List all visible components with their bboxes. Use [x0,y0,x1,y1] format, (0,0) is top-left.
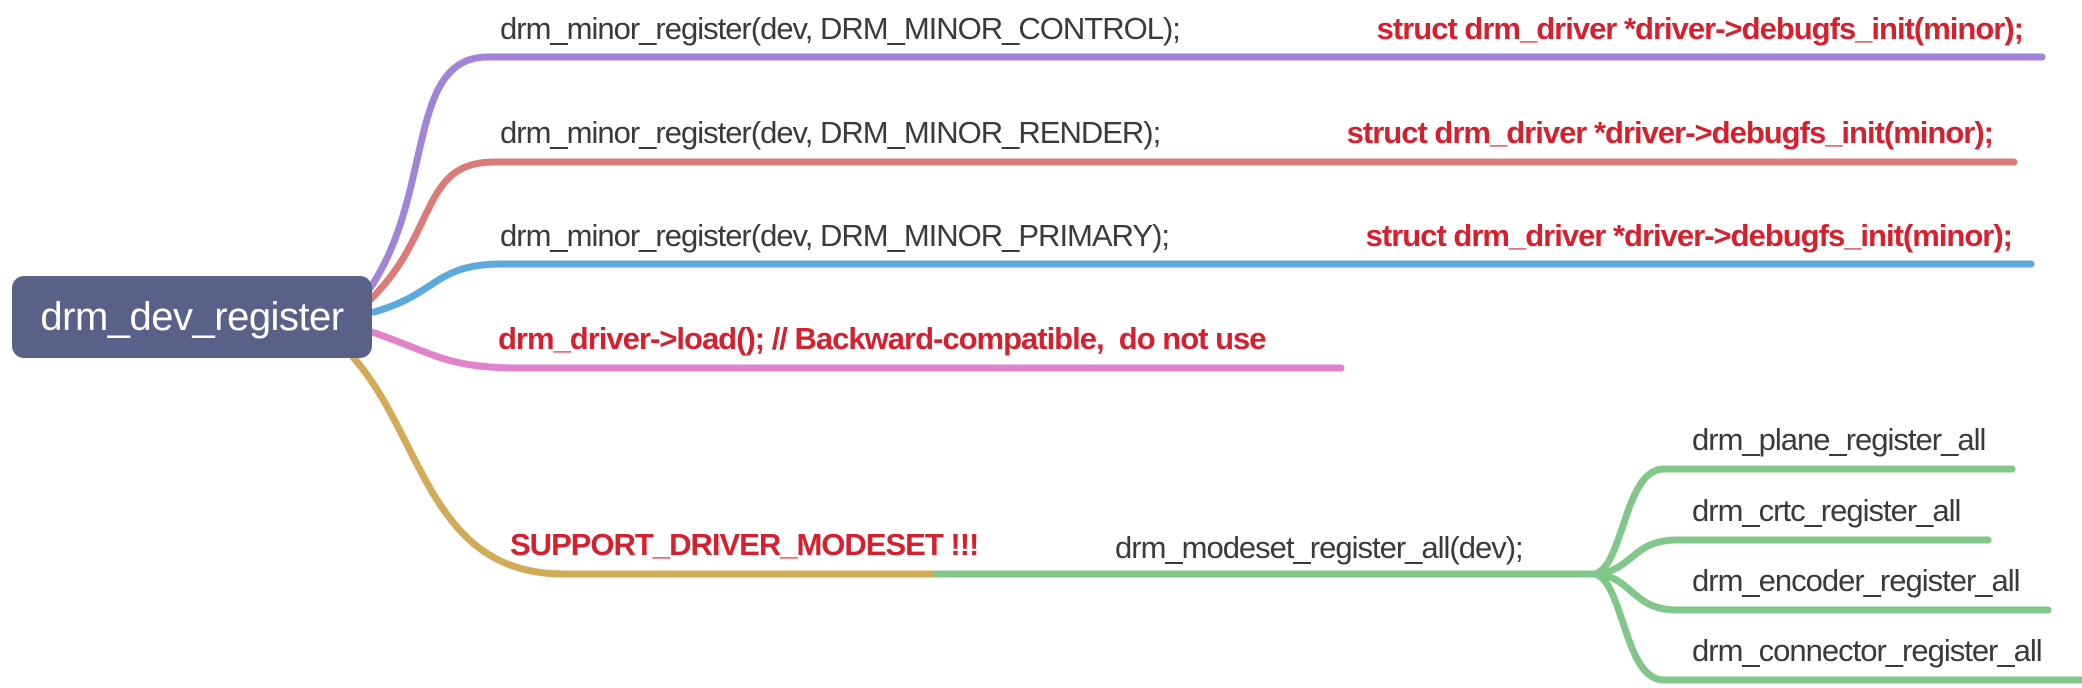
topic-support-driver-modeset[interactable]: SUPPORT_DRIVER_MODESET !!! [510,527,979,562]
topic-minor-render[interactable]: drm_minor_register(dev, DRM_MINOR_RENDER… [500,115,1161,150]
branch-line-encoder-register [1591,570,2052,614]
branch-line-modeset [348,352,940,578]
topic-minor-primary[interactable]: drm_minor_register(dev, DRM_MINOR_PRIMAR… [500,218,1170,253]
branch-line-driver-load [368,328,1345,372]
subtopic-debugfs-init-primary[interactable]: struct drm_driver *driver->debugfs_init(… [1365,218,2013,253]
root-topic[interactable]: drm_dev_register [12,276,372,358]
topic-minor-control[interactable]: drm_minor_register(dev, DRM_MINOR_CONTRO… [500,11,1181,46]
branch-line-minor-control [362,53,2046,298]
child-topic-connector-register-all[interactable]: drm_connector_register_all [1692,633,2043,668]
branch-line-connector-register [1591,570,2082,684]
child-topic-plane-register-all[interactable]: drm_plane_register_all [1692,422,1986,457]
branch-line-crtc-register [1591,536,1992,578]
branch-line-minor-render [366,158,2018,304]
subtopic-debugfs-init-render[interactable]: struct drm_driver *driver->debugfs_init(… [1346,115,1994,150]
child-topic-encoder-register-all[interactable]: drm_encoder_register_all [1692,563,2021,598]
subtopic-modeset-register-all[interactable]: drm_modeset_register_all(dev); [1115,530,1524,565]
branch-line-plane-register [1591,465,2016,578]
topic-driver-load[interactable]: drm_driver->load(); // Backward-compatib… [498,321,1267,356]
child-topic-crtc-register-all[interactable]: drm_crtc_register_all [1692,493,1961,528]
subtopic-debugfs-init-control[interactable]: struct drm_driver *driver->debugfs_init(… [1376,11,2024,46]
branch-line-minor-primary [370,260,2035,316]
